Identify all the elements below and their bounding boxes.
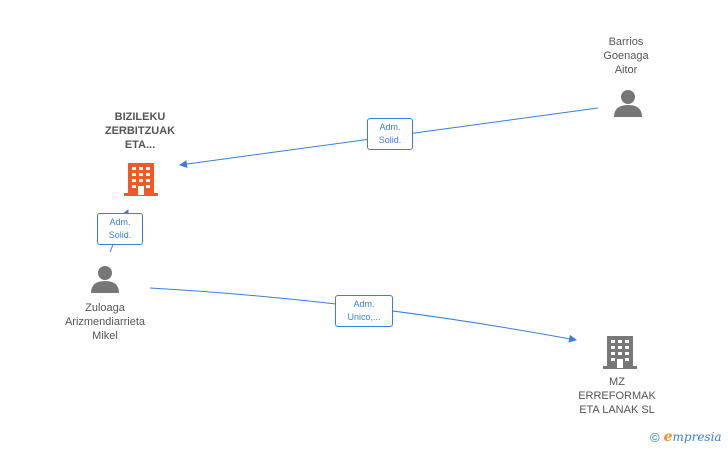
node-label-zuloaga[interactable]: Zuloaga Arizmendiarrieta Mikel [64, 302, 146, 342]
person-icon[interactable] [612, 87, 644, 124]
brand-e: e [663, 429, 673, 445]
building-icon[interactable] [603, 334, 637, 375]
edge-label-zuloaga-mz[interactable]: Adm. Unico,... [335, 295, 393, 327]
brand-name: mpresia [672, 430, 722, 444]
person-icon[interactable] [89, 263, 121, 300]
edge-label-zuloaga-bizileku[interactable]: Adm. Solid. [97, 213, 143, 245]
node-label-bizileku[interactable]: BIZILEKU ZERBITZUAK ETA... [104, 111, 176, 151]
edge-label-barrios-bizileku[interactable]: Adm. Solid. [367, 118, 413, 150]
brand-logo: © empresia [650, 429, 722, 445]
copyright-icon: © [650, 429, 660, 445]
building-icon[interactable] [124, 161, 158, 202]
node-label-barrios[interactable]: Barrios Goenaga Aitor [603, 36, 649, 76]
node-label-mz[interactable]: MZ ERREFORMAK ETA LANAK SL [578, 376, 656, 416]
